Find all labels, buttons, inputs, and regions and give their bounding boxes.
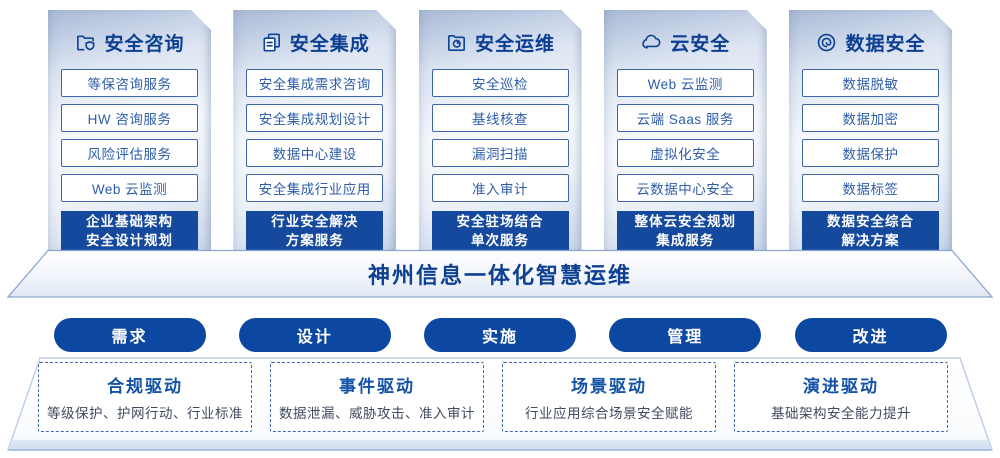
service-item: 安全巡检 <box>431 69 569 97</box>
column-header: 数据安全 <box>789 10 952 56</box>
service-item: 安全集成需求咨询 <box>246 69 384 97</box>
column-item-list: Web 云监测 云端 Saas 服务 虚拟化安全 云数据中心安全 <box>616 69 754 202</box>
service-columns: 安全咨询 等保咨询服务 HW 咨询服务 风险评估服务 Web 云监测 企业基础架… <box>48 10 952 250</box>
service-item: 准入审计 <box>431 174 569 202</box>
column-cloud-security: 云安全 Web 云监测 云端 Saas 服务 虚拟化安全 云数据中心安全 整体云… <box>603 10 767 250</box>
column-highlight-box: 企业基础架构 安全设计规划 <box>61 211 198 250</box>
pill-slot: 设计 <box>233 318 396 352</box>
service-item: 数据保护 <box>802 139 939 167</box>
service-item: Web 云监测 <box>616 69 754 97</box>
folder-pie-icon <box>448 34 465 51</box>
service-item: 虚拟化安全 <box>616 139 754 167</box>
column-security-operations: 安全运维 安全巡检 基线核查 漏洞扫描 准入审计 安全驻场结合 单次服务 <box>418 10 582 250</box>
service-item: 风险评估服务 <box>61 139 198 167</box>
driver-desc: 行业应用综合场景安全赋能 <box>525 406 693 421</box>
pill-implementation: 实施 <box>424 318 576 352</box>
driver-incident: 事件驱动 数据泄漏、威胁攻击、准入审计 <box>270 362 484 432</box>
spiral-disc-icon <box>818 33 836 52</box>
column-header: 云安全 <box>604 10 767 56</box>
pill-slot: 管理 <box>604 318 767 352</box>
service-item: 漏洞扫描 <box>431 139 569 167</box>
column-title: 安全运维 <box>474 34 555 55</box>
service-item: 云数据中心安全 <box>616 174 754 202</box>
column-header: 安全集成 <box>233 10 396 56</box>
column-title: 云安全 <box>670 34 731 55</box>
pill-slot: 实施 <box>419 318 582 352</box>
service-item: HW 咨询服务 <box>61 104 198 132</box>
service-item: 等保咨询服务 <box>61 69 198 97</box>
driver-desc: 数据泄漏、威胁攻击、准入审计 <box>279 406 475 421</box>
driver-compliance: 合规驱动 等级保护、护网行动、行业标准 <box>38 362 252 432</box>
banner-title: 神州信息一体化智慧运维 <box>367 263 632 288</box>
column-item-list: 安全巡检 基线核查 漏洞扫描 准入审计 <box>431 69 569 202</box>
driver-title: 场景驱动 <box>571 377 647 396</box>
column-security-consulting: 安全咨询 等保咨询服务 HW 咨询服务 风险评估服务 Web 云监测 企业基础架… <box>48 10 211 250</box>
column-title: 数据安全 <box>845 34 926 55</box>
pill-slot: 需求 <box>48 318 211 352</box>
driver-desc: 等级保护、护网行动、行业标准 <box>47 406 243 421</box>
driver-evolution: 演进驱动 基础架构安全能力提升 <box>734 362 948 432</box>
pill-slot: 改进 <box>789 318 952 352</box>
driver-scenario: 场景驱动 行业应用综合场景安全赋能 <box>502 362 716 432</box>
service-item: 云端 Saas 服务 <box>616 104 754 132</box>
pill-design: 设计 <box>238 318 391 352</box>
driver-title: 事件驱动 <box>339 377 415 396</box>
column-title: 安全咨询 <box>104 34 185 55</box>
service-item: 数据脱敏 <box>802 69 939 97</box>
column-item-list: 数据脱敏 数据加密 数据保护 数据标签 <box>802 69 939 202</box>
column-security-integration: 安全集成 安全集成需求咨询 安全集成规划设计 数据中心建设 安全集成行业应用 行… <box>233 10 397 250</box>
pill-improvement: 改进 <box>794 318 947 352</box>
column-highlight-box: 整体云安全规划 集成服务 <box>616 211 754 250</box>
service-item: Web 云监测 <box>61 174 198 202</box>
column-header: 安全咨询 <box>48 10 211 56</box>
pill-management: 管理 <box>609 318 762 352</box>
driver-title: 合规驱动 <box>107 377 183 396</box>
column-item-list: 等保咨询服务 HW 咨询服务 风险评估服务 Web 云监测 <box>61 69 198 202</box>
driver-cards: 合规驱动 等级保护、护网行动、行业标准 事件驱动 数据泄漏、威胁攻击、准入审计 … <box>38 362 948 432</box>
driver-desc: 基础架构安全能力提升 <box>771 406 911 421</box>
folder-shield-icon <box>77 35 95 51</box>
column-highlight-box: 安全驻场结合 单次服务 <box>431 211 569 250</box>
process-pills: 需求 设计 实施 管理 改进 <box>48 318 952 352</box>
column-item-list: 安全集成需求咨询 安全集成规划设计 数据中心建设 安全集成行业应用 <box>246 69 384 202</box>
column-data-security: 数据安全 数据脱敏 数据加密 数据保护 数据标签 数据安全综合 解决方案 <box>789 10 952 250</box>
stacked-docs-icon <box>263 33 280 52</box>
column-highlight-box: 行业安全解决 方案服务 <box>246 211 384 250</box>
service-item: 数据标签 <box>802 174 939 202</box>
column-highlight-box: 数据安全综合 解决方案 <box>802 211 939 250</box>
service-item: 数据中心建设 <box>246 139 384 167</box>
column-title: 安全集成 <box>289 34 370 55</box>
pill-requirements: 需求 <box>53 318 206 352</box>
banner-platform-shape <box>6 249 994 298</box>
column-header: 安全运维 <box>419 10 582 56</box>
driver-title: 演进驱动 <box>803 377 879 396</box>
cloud-icon <box>642 34 661 49</box>
service-item: 数据加密 <box>802 104 939 132</box>
service-item: 安全集成规划设计 <box>246 104 384 132</box>
service-item: 安全集成行业应用 <box>246 174 384 202</box>
service-item: 基线核查 <box>431 104 569 132</box>
